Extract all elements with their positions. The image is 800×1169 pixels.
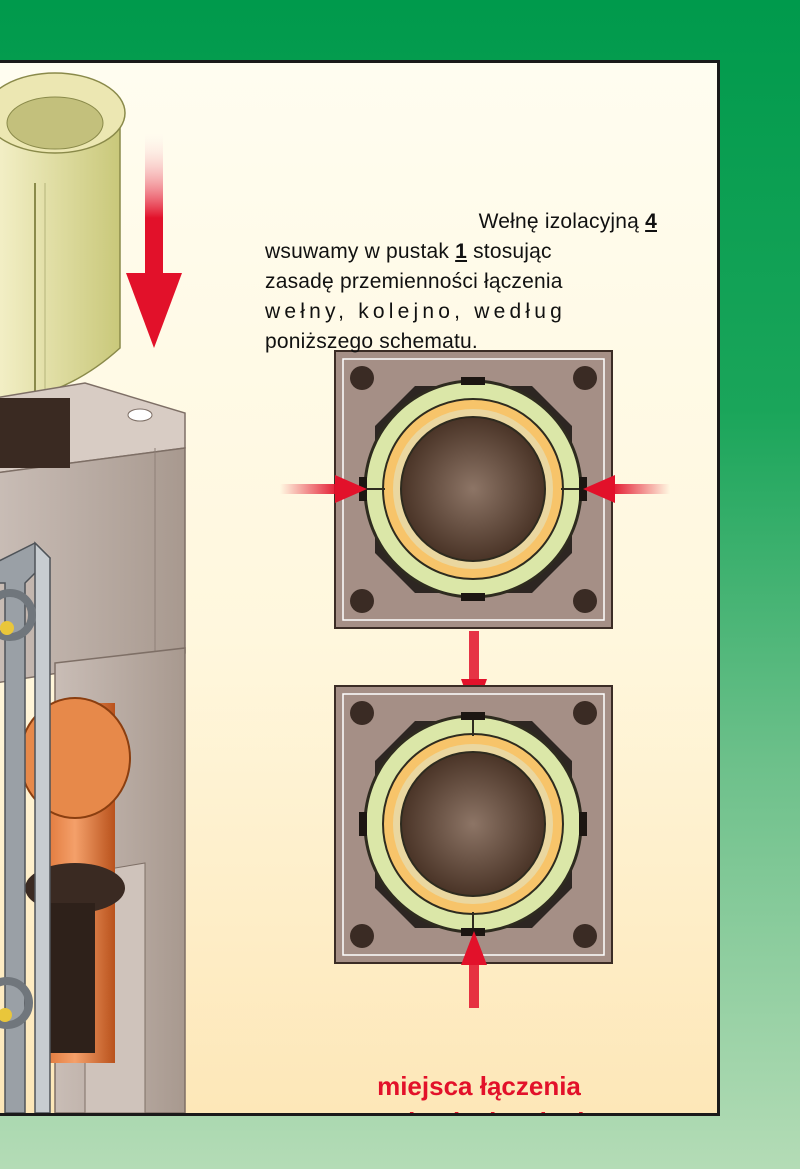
instruction-line-5: poniższego schematu. [265,330,478,353]
instruction-line-4: wełny, kolejno, według [265,300,566,323]
wool-insulation-cylinder [0,72,126,404]
caption-line-2: wełny izolacyjnej [329,1104,629,1113]
schematic-step-1 [334,350,613,629]
instruction-line-1: Wełnę izolacyjną [478,210,640,233]
chimney-3d-illustration [0,72,670,1113]
part-number-4: 4 [645,210,657,233]
joint-locations-caption: miejsca łączenia wełny izolacyjnej [329,1068,629,1113]
part-number-1: 1 [455,240,468,263]
steel-frame [0,541,52,1113]
joint-arrow-right-1 [583,475,670,503]
chimney-block-upper [0,382,186,683]
joint-arrow-bottom-2 [461,931,487,1008]
instruction-text: Wełnę izolacyjną 4 wsuwamy w pustak 1 st… [265,207,657,357]
instruction-line-2b: stosując [473,240,552,263]
caption-line-1: miejsca łączenia [377,1071,581,1101]
insert-direction-arrow [126,128,182,348]
joint-arrow-left-1 [280,475,367,503]
instruction-line-3: zasadę przemienności łączenia [265,270,563,293]
schematic-step-2 [334,685,613,964]
illustration-panel: Wełnę izolacyjną 4 wsuwamy w pustak 1 st… [0,60,720,1116]
instruction-line-2a: wsuwamy w pustak [265,240,450,263]
